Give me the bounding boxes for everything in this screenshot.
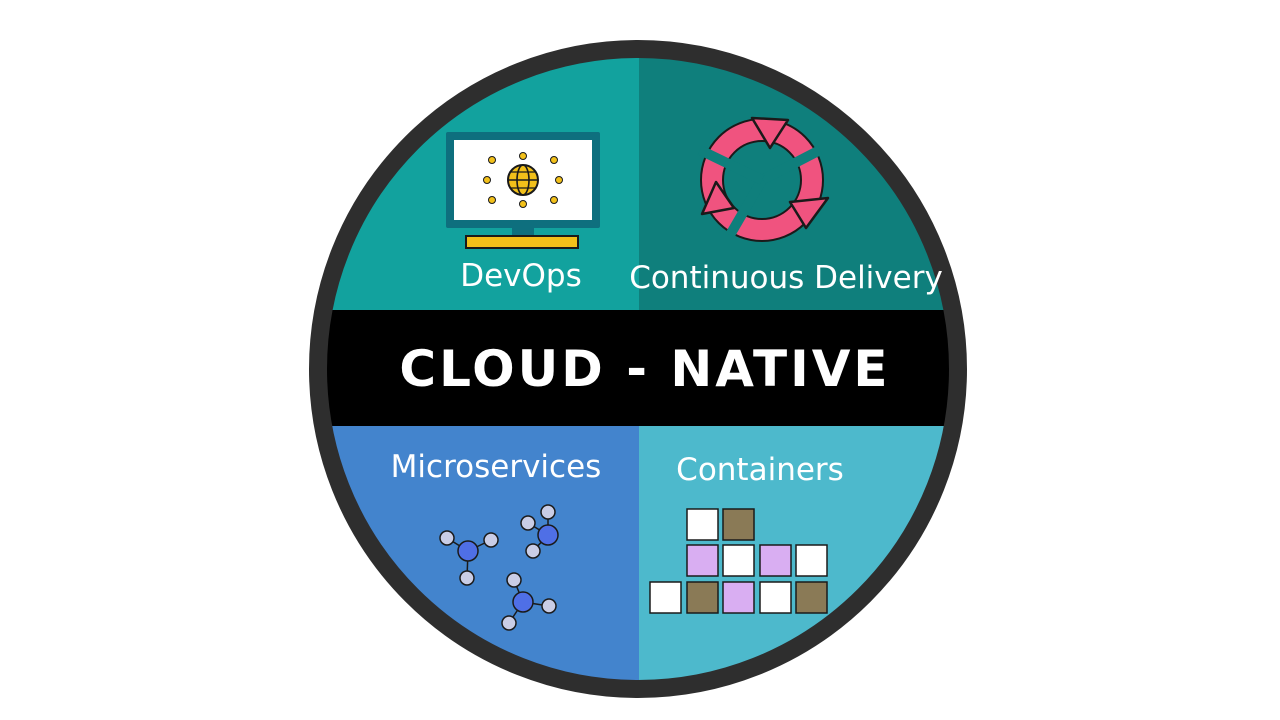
cloud-native-title: CLOUD - NATIVE bbox=[399, 340, 890, 398]
continuous-delivery-label: Continuous Delivery bbox=[629, 260, 943, 296]
refresh-cycle-icon bbox=[697, 116, 830, 242]
microservices-label: Microservices bbox=[391, 449, 602, 485]
stacked-boxes-icon bbox=[649, 508, 828, 614]
containers-label: Containers bbox=[676, 452, 844, 488]
node-network-icon bbox=[439, 504, 559, 631]
outer-ring bbox=[309, 40, 967, 698]
devops-label: DevOps bbox=[460, 258, 582, 294]
monitor-globe-icon bbox=[446, 132, 600, 249]
title-band bbox=[318, 310, 958, 426]
